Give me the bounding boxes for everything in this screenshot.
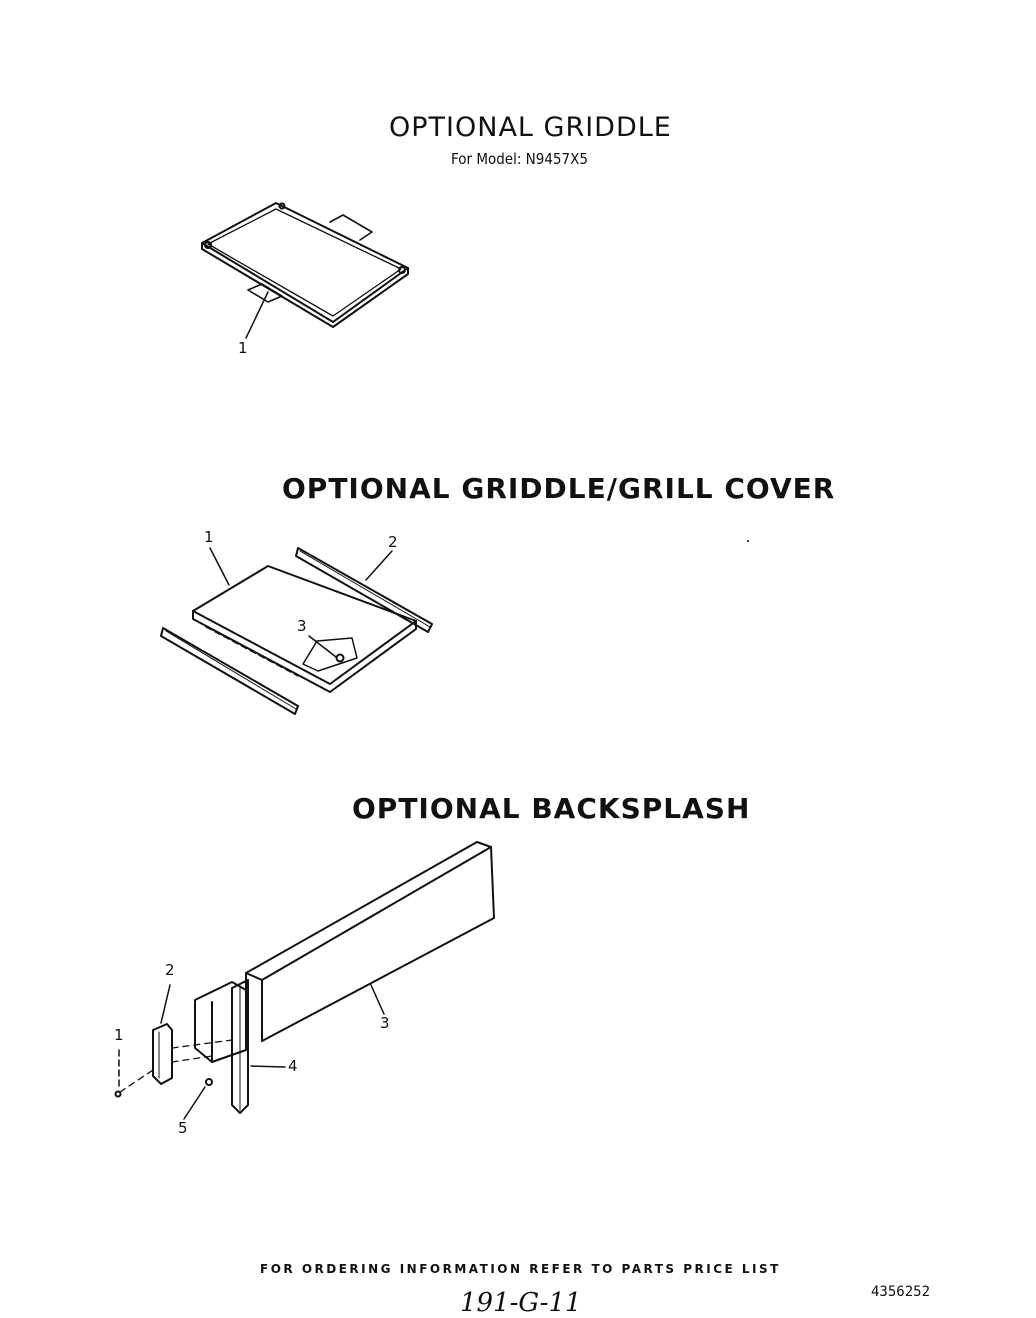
backsplash-leader-4	[250, 1065, 286, 1068]
callout-cover-1: 1	[204, 528, 214, 546]
callout-cover-3: 3	[297, 617, 307, 635]
model-subtitle: For Model: N9457X5	[451, 150, 588, 168]
griddle-leader-line	[245, 291, 269, 339]
callout-cover-2: 2	[388, 533, 398, 551]
cover-section-title: OPTIONAL GRIDDLE/GRILL COVER	[282, 472, 836, 505]
backsplash-end-cap	[194, 981, 247, 1063]
backsplash-leader-5	[183, 1086, 206, 1120]
callout-backsplash-5: 5	[178, 1119, 188, 1137]
handwritten-code: 191-G-11	[460, 1288, 582, 1318]
backsplash-leader-2	[160, 984, 171, 1024]
grill-cover-panel	[192, 565, 417, 693]
cover-leader-1	[209, 547, 230, 586]
callout-backsplash-2: 2	[165, 961, 175, 979]
backsplash-screw-1	[114, 1090, 122, 1098]
griddle-section-title: OPTIONAL GRIDDLE	[389, 112, 672, 143]
backsplash-leader-3	[370, 984, 385, 1015]
backsplash-screw-5	[205, 1078, 213, 1086]
ordering-note: FOR ORDERING INFORMATION REFER TO PARTS …	[260, 1262, 781, 1276]
backsplash-clip	[152, 1023, 173, 1085]
backsplash-panel	[245, 841, 495, 1049]
backsplash-assembly-lines	[119, 1039, 233, 1093]
cover-leader-3	[308, 635, 337, 658]
callout-griddle-1: 1	[238, 339, 248, 357]
backsplash-section-title: OPTIONAL BACKSPLASH	[352, 792, 751, 825]
griddle-plate	[201, 202, 409, 328]
cover-rail-front	[160, 627, 299, 715]
cover-rail-back	[295, 547, 433, 633]
backsplash-bracket	[231, 979, 249, 1114]
document-part-number: 4356252	[871, 1284, 931, 1300]
callout-backsplash-1: 1	[114, 1026, 124, 1044]
callout-backsplash-3: 3	[380, 1014, 390, 1032]
callout-backsplash-4: 4	[288, 1057, 298, 1075]
cover-leader-2	[365, 550, 393, 581]
